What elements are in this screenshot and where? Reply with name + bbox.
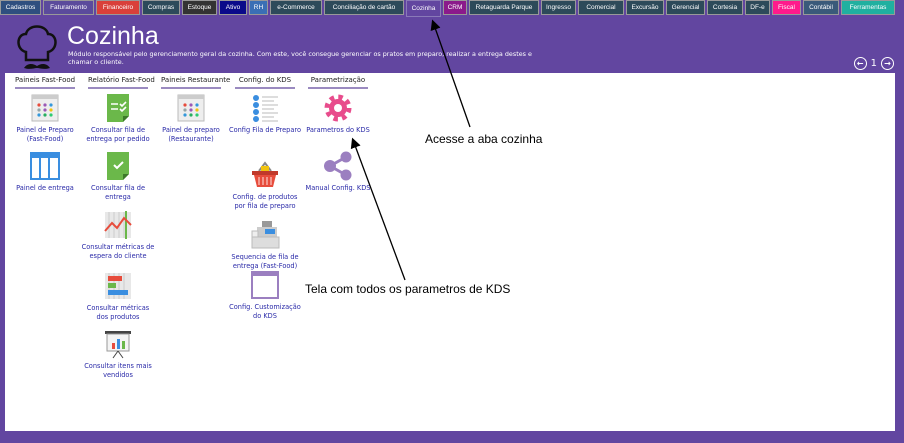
module-item[interactable]: Consultar itens mais vendidos (81, 328, 155, 380)
tab-retaguarda-parque[interactable]: Retaguarda Parque (469, 0, 539, 15)
module-item[interactable]: Consultar fila de entrega por pedido (81, 92, 155, 144)
module-item[interactable]: Sequencia de fila de entrega (Fast-Food) (228, 219, 302, 271)
tab-cortesia[interactable]: Cortesia (707, 0, 743, 15)
chef-hat-icon (17, 25, 57, 69)
gear-icon (324, 94, 352, 122)
tab-fiscal[interactable]: Fiscal (772, 0, 801, 15)
module-item-label: Consultar fila de entrega por pedido (86, 126, 150, 143)
grid-panel-icon (177, 94, 205, 122)
module-item[interactable]: Config. Customização do KDS (228, 269, 302, 321)
tab-rh[interactable]: RH (249, 0, 268, 15)
module-item[interactable]: Painel de preparo (Restaurante) (154, 92, 228, 144)
section-header: Config. do KDS (235, 76, 295, 89)
tab-concilia-o-de-cart-o[interactable]: Conciliação de cartão (324, 0, 404, 15)
line-chart-icon (104, 211, 132, 239)
module-item-label: Painel de entrega (16, 184, 74, 192)
module-item-label: Consultar métricas dos produtos (86, 304, 150, 321)
module-item-label: Manual Config. KDS (305, 184, 371, 192)
tab-financeiro[interactable]: Financeiro (96, 0, 140, 15)
section-header: Relatório Fast-Food (88, 76, 155, 89)
bar-chart-icon (105, 273, 131, 299)
section-header: Paineis Restaurante (161, 76, 230, 89)
page-description: Módulo responsável pelo gerenciamento ge… (68, 50, 532, 66)
section-header: Paineis Fast-Food (15, 76, 75, 89)
page-title: Cozinha (67, 22, 159, 50)
module-item[interactable]: Consultar métricas de espera do cliente (81, 209, 155, 261)
tab-estoque[interactable]: Estoque (182, 0, 217, 15)
module-item[interactable]: Config Fila de Preparo (228, 92, 302, 135)
module-item-label: Consultar itens mais vendidos (84, 362, 152, 379)
tab-comercial[interactable]: Comercial (578, 0, 624, 15)
annotation-params: Tela com todos os parametros de KDS (305, 282, 511, 296)
module-header: Cozinha Módulo responsável pelo gerencia… (0, 16, 904, 73)
window-icon (251, 271, 279, 299)
arrow-left-icon[interactable]: ← (853, 57, 867, 70)
share-icon (324, 151, 352, 181)
tab-ferramentas[interactable]: Ferramentas (841, 0, 895, 15)
module-item-label: Consultar métricas de espera do cliente (81, 243, 155, 260)
module-item[interactable]: Painel de Preparo (Fast-Food) (8, 92, 82, 144)
tab-crm[interactable]: CRM (443, 0, 467, 15)
grid-panel-icon (31, 94, 59, 122)
module-item-label: Painel de preparo (Restaurante) (162, 126, 220, 143)
tab-cont-bil[interactable]: Contábil (803, 0, 839, 15)
module-item[interactable]: Consultar métricas dos produtos (81, 270, 155, 322)
tab-ingresso[interactable]: Ingresso (541, 0, 576, 15)
module-item[interactable]: Manual Config. KDS (301, 150, 375, 193)
tab-e-commerce[interactable]: e-Commerce (270, 0, 322, 15)
module-item[interactable]: Config. de produtos por fila de preparo (228, 159, 302, 211)
tab-cadastros[interactable]: Cadastros (0, 0, 41, 15)
module-item-label: Config Fila de Preparo (228, 126, 301, 134)
annotation-tab: Acesse a aba cozinha (425, 132, 543, 146)
module-item[interactable]: Consultar fila de entrega (81, 150, 155, 202)
module-item-label: Consultar fila de entrega (90, 184, 146, 201)
list-icon (253, 95, 278, 122)
module-item-label: Config. Customização do KDS (229, 303, 301, 320)
module-item-label: Painel de Preparo (Fast-Food) (16, 126, 74, 143)
tab-df-e[interactable]: DF-e (745, 0, 770, 15)
check-doc-icon (107, 152, 129, 180)
module-item-label: Sequencia de fila de entrega (Fast-Food) (231, 253, 299, 270)
tab-gerencial[interactable]: Gerencial (666, 0, 705, 15)
tab-ativo[interactable]: Ativo (219, 0, 247, 15)
presentation-icon (105, 331, 131, 359)
module-item[interactable]: Painel de entrega (8, 150, 82, 193)
tab-excurs-o[interactable]: Excursão (626, 0, 664, 15)
basket-icon (252, 161, 278, 187)
cash-register-icon (251, 221, 280, 249)
module-item-label: Config. de produtos por fila de preparo (232, 193, 298, 210)
module-item[interactable]: Parametros do KDS (301, 92, 375, 135)
arrow-right-icon[interactable]: → (881, 57, 894, 70)
tab-compras[interactable]: Compras (142, 0, 180, 15)
pager: ← 1 → (853, 57, 894, 70)
module-item-label: Parametros do KDS (306, 126, 370, 134)
page-number: 1 (870, 58, 877, 69)
tab-cozinha[interactable]: Cozinha (406, 0, 441, 17)
table-layout-icon (30, 152, 60, 180)
section-header: Parametrização (308, 76, 368, 89)
tab-faturamento[interactable]: Faturamento (43, 0, 94, 15)
checklist-icon (107, 94, 129, 122)
